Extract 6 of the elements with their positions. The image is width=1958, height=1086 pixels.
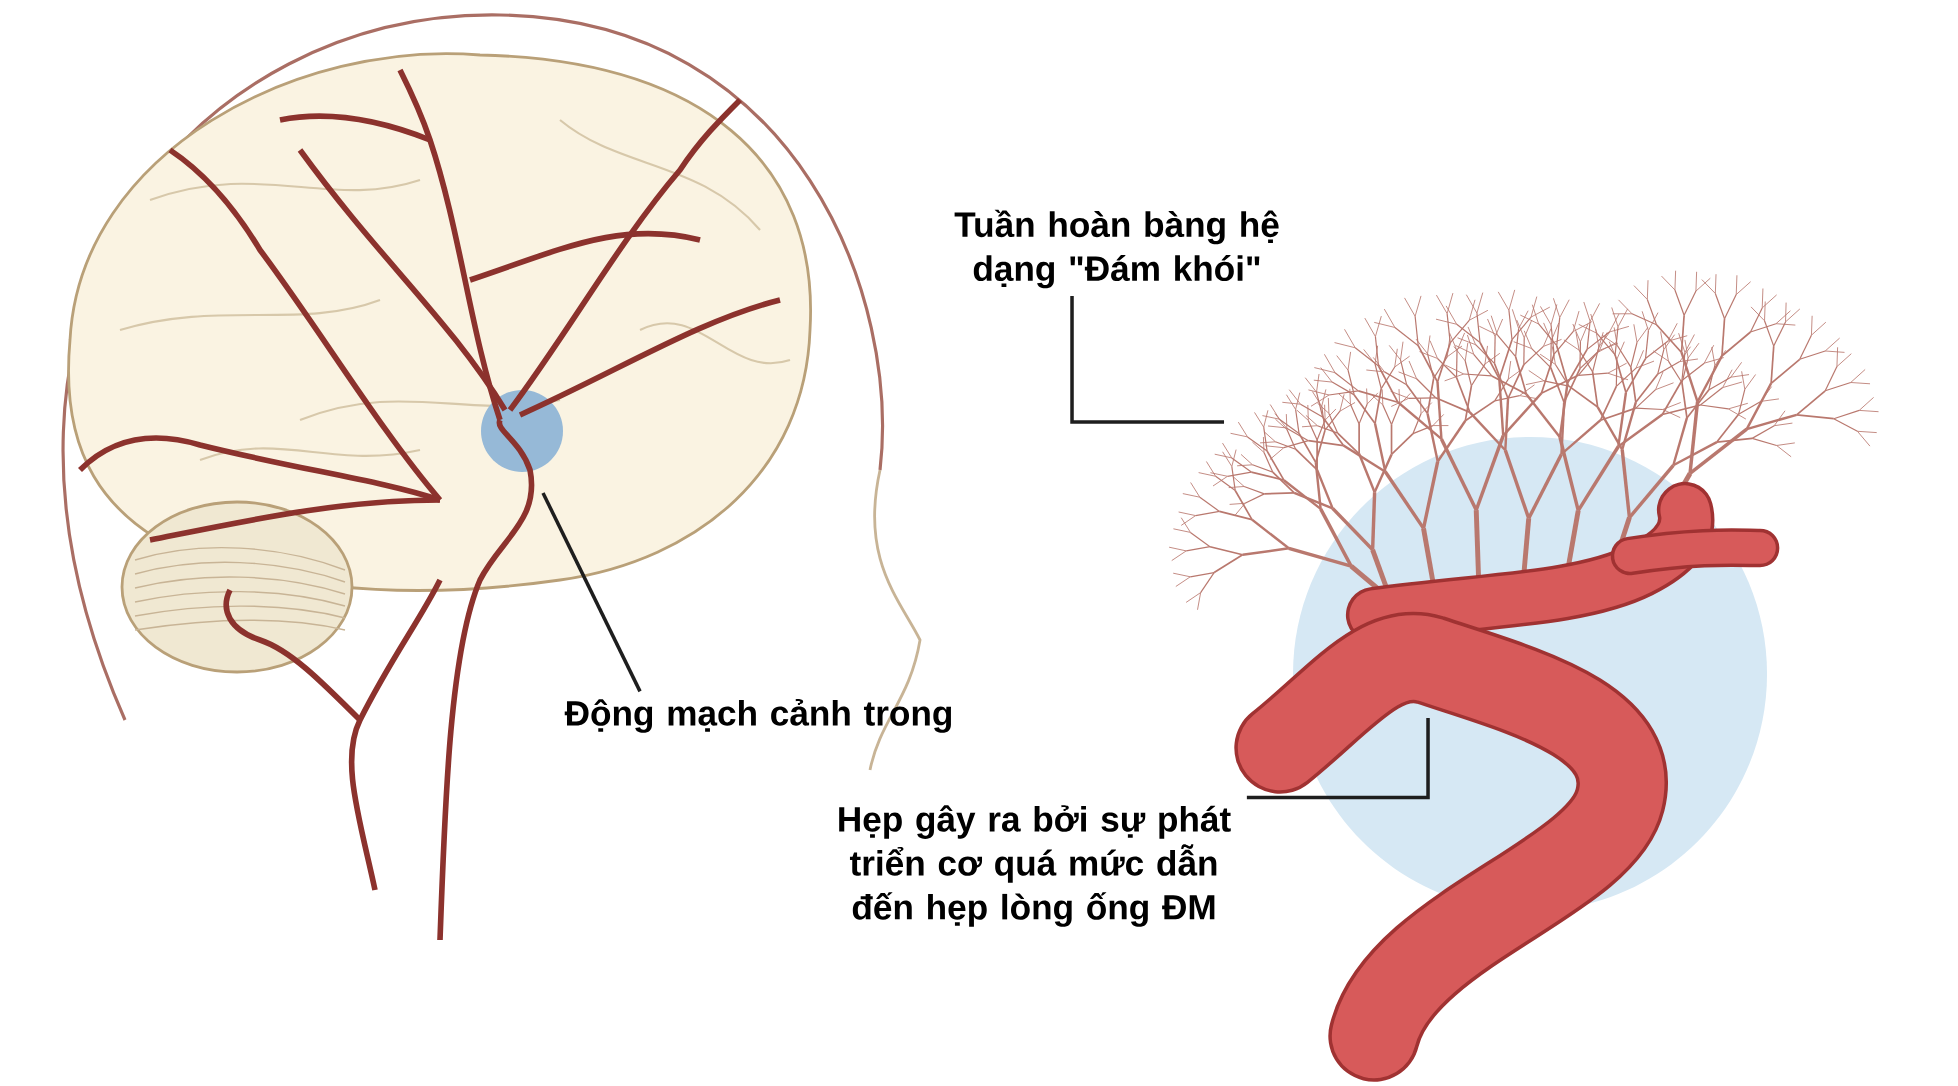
leader-line	[541, 492, 642, 693]
annotation-label: Động mạch cảnh trong	[564, 699, 952, 733]
annotation-label: Tuần hoàn bàng hệ dạng "Đám khói"	[954, 209, 1279, 289]
leader-line	[1070, 295, 1224, 424]
annotation-label: Hẹp gây ra bởi sự phát triển cơ quá mức dẫn đến hẹp lòng ống ĐM	[839, 805, 1231, 927]
leader-line	[1246, 718, 1430, 800]
